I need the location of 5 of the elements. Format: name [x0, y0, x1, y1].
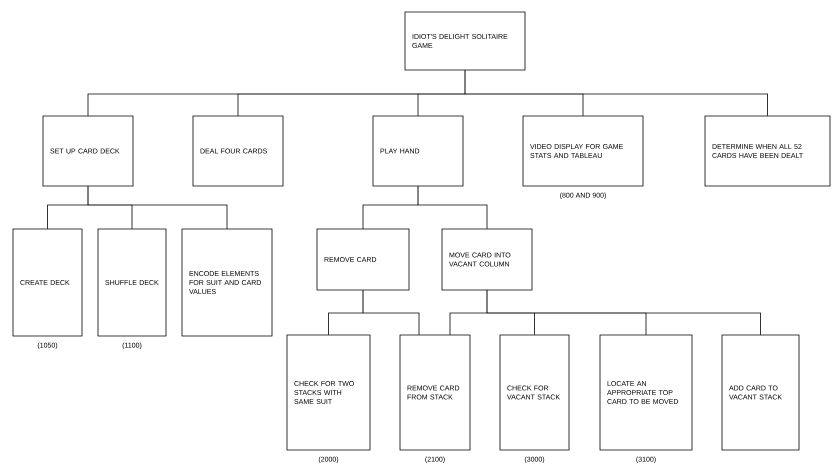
tree-connector: [362, 290, 420, 335]
tree-connector: [88, 186, 228, 229]
tree-connector: [486, 290, 761, 335]
tree-connector: [418, 186, 488, 229]
tree-connector: [464, 70, 768, 116]
